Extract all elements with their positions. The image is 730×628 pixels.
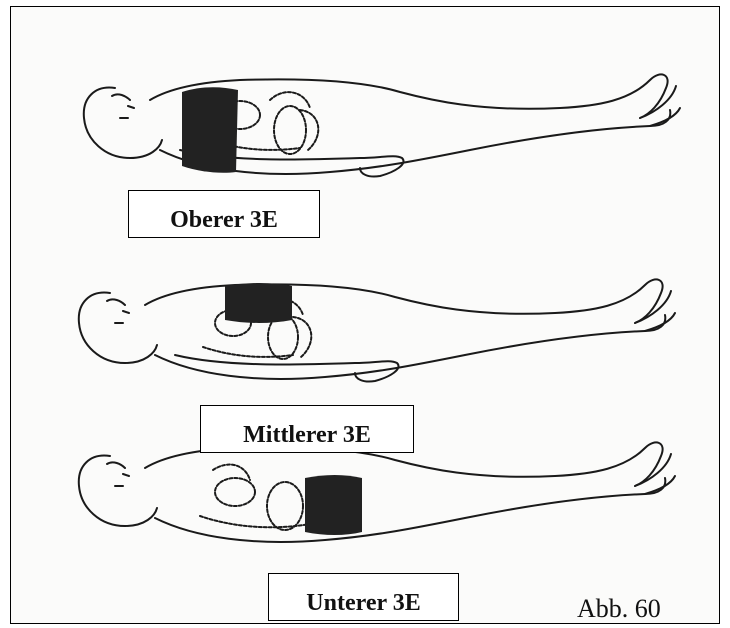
label-lower: Unterer 3E (268, 573, 459, 621)
label-upper-text: Oberer 3E (129, 191, 319, 232)
label-middle: Mittlerer 3E (200, 405, 414, 453)
shaded-region-lower (305, 475, 362, 535)
label-upper: Oberer 3E (128, 190, 320, 238)
figure-caption: Abb. 60 (577, 594, 661, 624)
label-middle-text: Mittlerer 3E (201, 406, 413, 447)
label-lower-text: Unterer 3E (269, 574, 458, 615)
